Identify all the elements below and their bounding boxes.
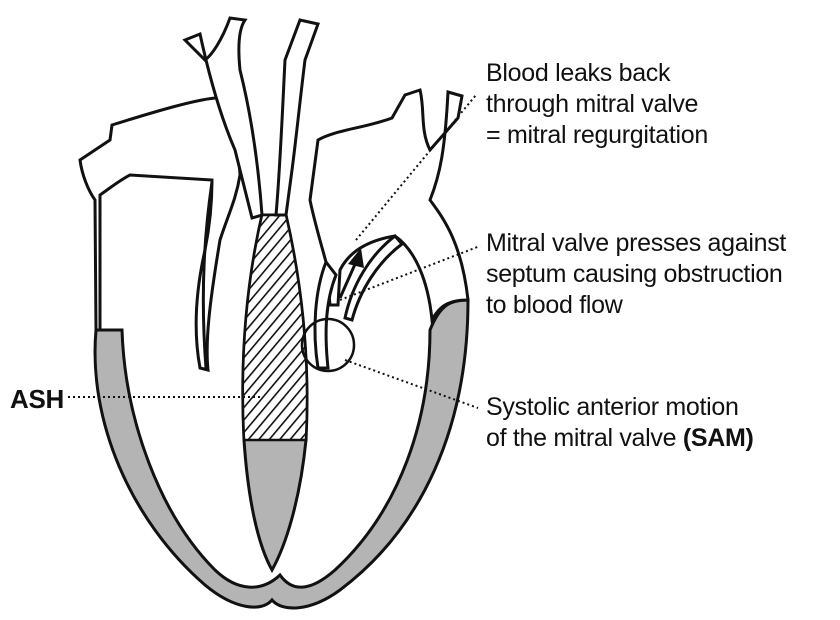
ash-hatched-region: [243, 215, 307, 440]
sam-acronym: (SAM): [683, 424, 754, 452]
mitral-regurgitation-line-2: through mitral valve: [486, 89, 708, 120]
mitral-obstruction-line-3: to blood flow: [486, 290, 786, 321]
sam-line-2: of the mitral valve (SAM): [486, 423, 754, 454]
mitral-valve-anterior-leaflet: [315, 262, 336, 368]
mitral-regurgitation-line-3: = mitral regurgitation: [486, 120, 708, 151]
mitral-obstruction-line-2: septum causing obstruction: [486, 259, 786, 290]
mitral-obstruction-label: Mitral valve presses against septum caus…: [486, 228, 786, 321]
mitral-regurgitation-label: Blood leaks back through mitral valve = …: [486, 58, 708, 151]
mitral-regurgitation-line-1: Blood leaks back: [486, 58, 708, 89]
mitral-obstruction-line-1: Mitral valve presses against: [486, 228, 786, 259]
sam-line-1: Systolic anterior motion: [486, 392, 754, 423]
ash-label: ASH: [10, 384, 64, 415]
sam-line-2-prefix: of the mitral valve: [486, 424, 683, 452]
sam-label: Systolic anterior motion of the mitral v…: [486, 392, 754, 454]
